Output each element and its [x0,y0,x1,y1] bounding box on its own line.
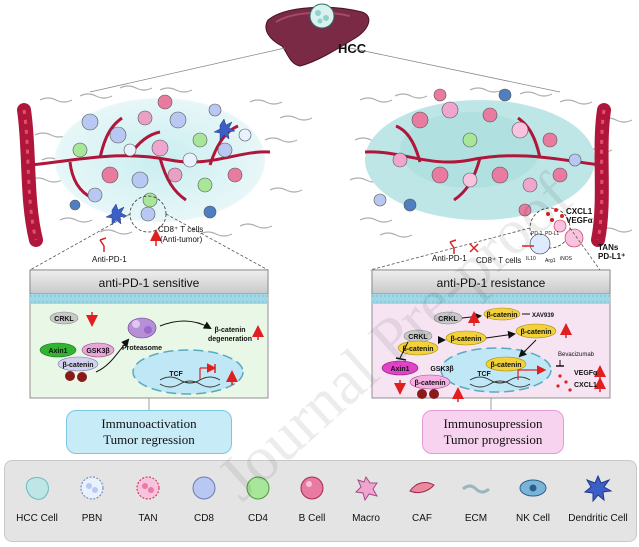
right-bcatenin-low: β-catenin [414,380,445,387]
legend-item-b-cell: B Cell [287,461,337,541]
macrophage-icon [354,475,379,502]
right-cd8-label: CD8⁺ T cells [476,256,521,265]
b-cell-icon [300,476,324,500]
right-outcome-line2: Tumor progression [443,432,543,447]
cell-type-legend: HCC Cell PBN TAN CD8 CD4 B Cell Macro CA… [4,460,637,542]
legend-item-nk-cell: NK Cell [505,461,561,541]
right-antipd1-label: Anti-PD-1 [432,254,467,263]
right-mechanism-panel [371,269,611,402]
hcc-cell-icon [25,477,49,500]
ecm-icon [462,484,490,494]
left-outcome-line1: Immunoactivation [101,416,197,431]
right-vegfa: VEGFα [574,370,598,377]
tan-icon [136,476,160,500]
legend-item-macro: Macro [341,461,391,541]
left-proteasome: Proteasome [122,345,162,352]
left-gsk3b: GSK3β [86,348,110,355]
connector-line [349,47,561,93]
left-tcf: TCF [169,371,183,378]
connector-line [89,47,286,93]
legend-item-tan: TAN [123,461,173,541]
legend-item-cd4: CD4 [233,461,283,541]
right-bcatenin-crkl: β-catenin [402,346,433,353]
right-tcf: TCF [477,371,491,378]
left-axin1: Axin1 [48,348,67,355]
left-cd8-label-line2: (Anti-tumor) [160,235,203,244]
right-bcatenin-top: β-catenin [486,312,517,319]
right-bcatenin-nuc: β-catenin [490,362,521,369]
left-outcome-box: Immunoactivation Tumor regression [66,410,232,454]
right-bevacizumab: Bevacizumab [558,352,595,358]
left-degeneration-line1: β-catenin [214,327,245,334]
left-outcome-line2: Tumor regression [103,432,195,447]
dendritic-cell-icon [583,474,613,503]
left-crkl: CRKL [54,316,74,323]
left-panel-title: anti-PD-1 sensitive [99,276,200,290]
right-il10-label: IL10 [526,256,536,262]
right-cxcl1: CXCL1 [574,382,597,389]
left-tumor-microenvironment [17,85,313,271]
right-tans-line1: TANs [598,243,619,252]
right-pdl1-label: PD-L1 [545,231,559,237]
right-xav939: XAV939 [532,313,555,319]
caf-icon [409,482,435,494]
right-cytokine-line1: CXCL1 [566,207,593,216]
right-gsk3b: GSK3β [430,366,454,373]
pbn-icon [80,476,104,500]
left-degeneration-line2: degeneration [208,336,252,343]
right-bcatenin-mid: β-catenin [450,336,481,343]
cd4-icon [246,476,270,500]
legend-item-dendritic-cell: Dendritic Cell [563,461,633,541]
right-axin1: Axin1 [390,366,409,373]
right-crkl-top: CRKL [438,316,458,323]
right-inos-label: iNOS [560,256,573,262]
right-crkl-mid: CRKL [408,334,428,341]
right-panel-title: anti-PD-1 resistance [437,276,546,290]
legend-item-pbn: PBN [67,461,117,541]
legend-item-hcc-cell: HCC Cell [9,461,65,541]
left-cd8-label-line1: CD8⁺ T cells [158,225,203,234]
left-bcatenin: β-catenin [62,362,93,369]
right-pd1-label: PD-1 [531,231,543,237]
right-tumor-microenvironment [349,87,633,271]
cd8-icon [192,476,216,500]
right-outcome-line1: Immunosupression [443,416,543,431]
legend-item-caf: CAF [397,461,447,541]
right-arg1-label: Arg1 [545,258,556,264]
left-antipd1-label: Anti-PD-1 [92,255,127,264]
legend-item-cd8: CD8 [179,461,229,541]
liver-icon [265,3,370,67]
right-bcatenin-right: β-catenin [520,329,551,336]
legend-item-ecm: ECM [451,461,501,541]
right-outcome-box: Immunosupression Tumor progression [422,410,564,454]
nk-cell-icon [519,479,547,497]
right-tans-line2: PD-L1⁺ [598,252,625,261]
right-cytokine-line2: VEGFα [566,216,593,225]
